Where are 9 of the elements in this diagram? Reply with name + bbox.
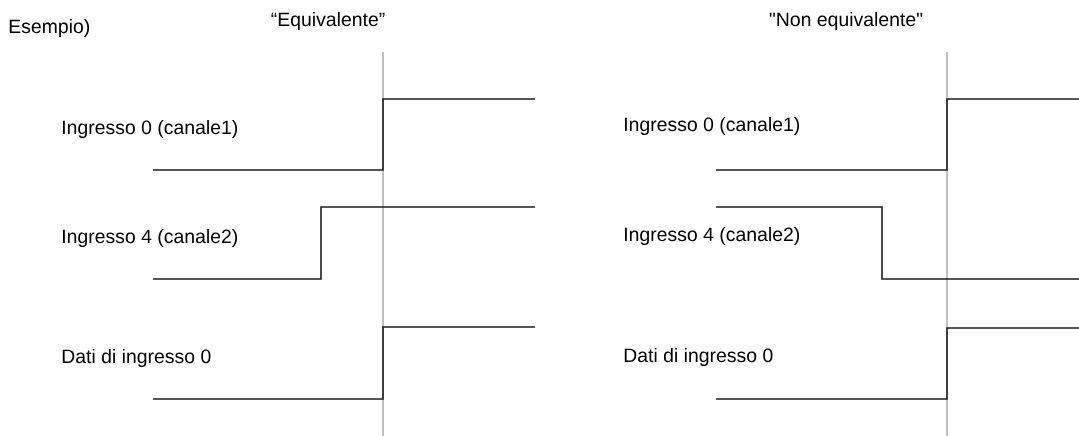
- signal-label: Ingresso 0 (canale1): [63, 119, 238, 139]
- signal-label: Ingresso 4 (canale2): [625, 226, 800, 246]
- signal-label: Dati di ingresso 0: [624, 347, 773, 367]
- signal-label: Dati di ingresso 0: [62, 348, 211, 368]
- panel-title: “Equivalente”: [271, 11, 385, 31]
- signal-label: Ingresso 0 (canale1): [625, 116, 800, 136]
- panel-title: "Non equivalente": [769, 11, 923, 31]
- example-label: Esempio): [9, 18, 90, 38]
- signal-label: Ingresso 4 (canale2): [63, 228, 238, 248]
